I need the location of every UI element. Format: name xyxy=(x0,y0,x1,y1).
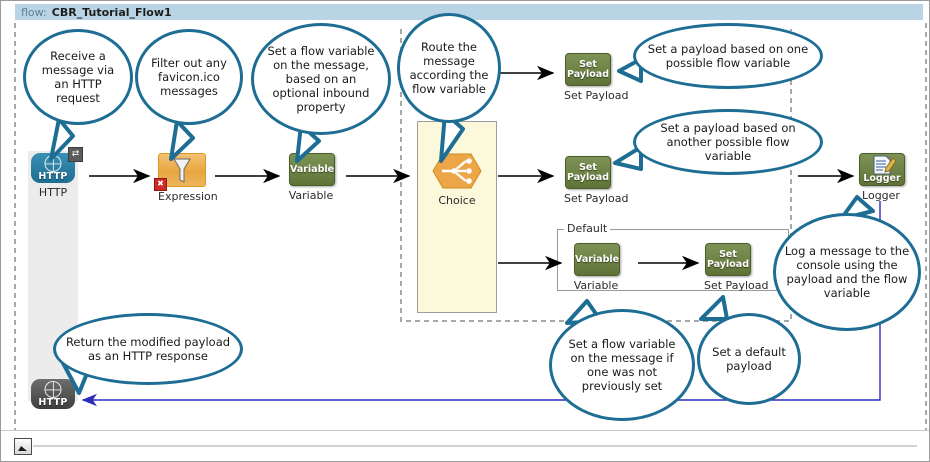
callout-http-outbound: Return the modified payload as an HTTP r… xyxy=(53,313,243,385)
set-payload-icon: Set Payload xyxy=(565,156,611,189)
set-payload-icon-line2: Payload xyxy=(706,258,749,270)
node-set-payload-default[interactable]: Set Payload Set Payload xyxy=(704,243,769,292)
editor-bottom-bar xyxy=(1,430,929,461)
http-icon-label: HTTP xyxy=(38,171,68,182)
node-choice-caption: Choice xyxy=(438,194,476,207)
set-payload-icon-label: Set Payload xyxy=(566,161,610,183)
callout-choice: Route the message according the flow var… xyxy=(397,13,501,123)
variable-icon-label: Variable xyxy=(290,163,335,175)
callout-set-payload-1: Set a payload based on one possible flow… xyxy=(633,23,823,89)
callout-expression: Filter out any favicon.ico messages xyxy=(135,29,243,125)
node-expression-caption: Expression xyxy=(158,190,218,203)
globe-glyph xyxy=(44,155,62,172)
set-payload-icon-line1: Set xyxy=(579,161,597,173)
choice-glyph xyxy=(432,153,482,189)
node-set-payload-2[interactable]: Set Payload Set Payload xyxy=(564,156,629,205)
node-variable-default[interactable]: Variable Variable xyxy=(573,243,620,292)
callout-set-payload-2: Set a payload based on another possible … xyxy=(633,109,823,175)
set-payload-icon-line2: Payload xyxy=(566,171,609,183)
http-exchange-badge: ⇄ xyxy=(68,147,83,162)
node-logger[interactable]: Logger Logger xyxy=(858,153,905,202)
logger-glyph xyxy=(873,155,897,175)
logger-icon: Logger xyxy=(859,153,905,186)
node-expression[interactable]: ✖ Expression xyxy=(154,153,218,203)
node-set-payload-1-caption: Set Payload xyxy=(564,89,629,102)
node-set-payload-1[interactable]: Set Payload Set Payload xyxy=(564,53,629,102)
node-variable-caption: Variable xyxy=(288,189,334,202)
error-badge-icon: ✖ xyxy=(154,178,167,191)
variable-icon-label: Variable xyxy=(575,253,620,265)
http-globe-icon: HTTP xyxy=(31,379,75,409)
set-payload-icon-line2: Payload xyxy=(566,68,609,80)
set-payload-icon-line1: Set xyxy=(579,58,597,70)
set-payload-icon: Set Payload xyxy=(705,243,751,276)
node-logger-caption: Logger xyxy=(862,189,900,202)
callout-variable: Set a flow variable on the message, base… xyxy=(251,23,391,135)
set-payload-icon-label: Set Payload xyxy=(566,58,610,80)
flow-title-prefix: flow: xyxy=(21,5,47,19)
default-route-group-label: Default xyxy=(564,222,611,235)
http-icon-label: HTTP xyxy=(38,397,68,408)
node-http-inbound[interactable]: HTTP ⇄ HTTP xyxy=(29,147,83,199)
message-flow-tab-icon[interactable] xyxy=(14,438,32,455)
bottom-divider xyxy=(33,445,917,447)
callout-http-inbound: Receive a message via an HTTP request xyxy=(23,29,133,125)
flow-title-name: CBR_Tutorial_Flow1 xyxy=(51,5,172,19)
node-set-payload-2-caption: Set Payload xyxy=(564,192,629,205)
variable-icon: Variable xyxy=(574,243,620,276)
logger-icon-label: Logger xyxy=(863,173,901,184)
choice-scope-band xyxy=(417,121,497,313)
variable-icon: Variable xyxy=(289,153,335,186)
set-payload-icon-label: Set Payload xyxy=(706,248,750,270)
callout-logger: Log a message to the console using the p… xyxy=(773,213,921,331)
node-variable-default-caption: Variable xyxy=(573,279,619,292)
node-set-payload-default-caption: Set Payload xyxy=(704,279,769,292)
choice-router-icon xyxy=(430,151,484,191)
node-http-inbound-caption: HTTP xyxy=(38,186,68,199)
node-choice[interactable]: Choice xyxy=(430,151,484,207)
set-payload-icon-line1: Set xyxy=(719,248,737,260)
globe-glyph xyxy=(44,381,62,398)
set-payload-icon: Set Payload xyxy=(565,53,611,86)
flow-title-bar: flow: CBR_Tutorial_Flow1 xyxy=(15,4,923,20)
node-variable[interactable]: Variable Variable xyxy=(288,153,335,202)
callout-variable-default: Set a flow variable on the message if on… xyxy=(549,309,695,421)
callout-set-payload-default: Set a default payload xyxy=(697,313,801,405)
node-http-outbound[interactable]: HTTP xyxy=(29,379,77,409)
